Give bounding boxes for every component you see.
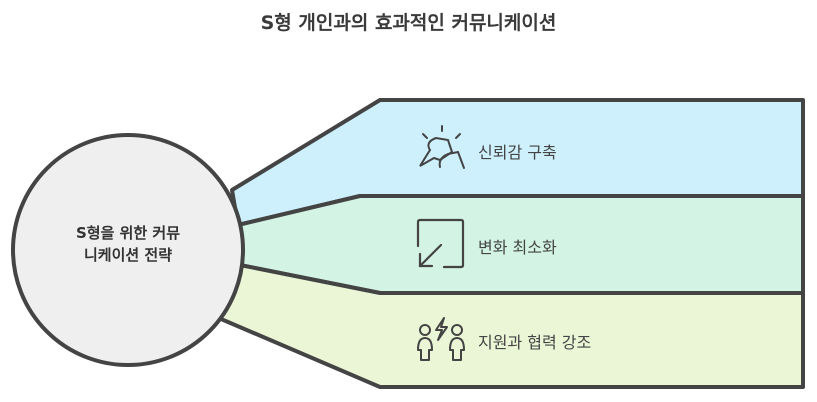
- arrow-down-left-icon: [416, 218, 465, 269]
- item-support-label: 지원과 협력 강조: [478, 333, 592, 352]
- center-label-line1: S형을 위한 커뮤: [75, 224, 181, 242]
- handshake-icon: [419, 125, 465, 169]
- center-circle: [11, 133, 245, 367]
- item-change-label: 변화 최소화: [478, 238, 557, 257]
- center-label-line2: 니케이션 전략: [83, 246, 173, 264]
- people-collaboration-icon: [417, 317, 465, 361]
- center-label: S형을 위한 커뮤 니케이션 전략: [30, 222, 226, 266]
- item-trust-label: 신뢰감 구축: [478, 143, 557, 162]
- diagram-title: S형 개인과의 효과적인 커뮤니케이션: [260, 12, 557, 34]
